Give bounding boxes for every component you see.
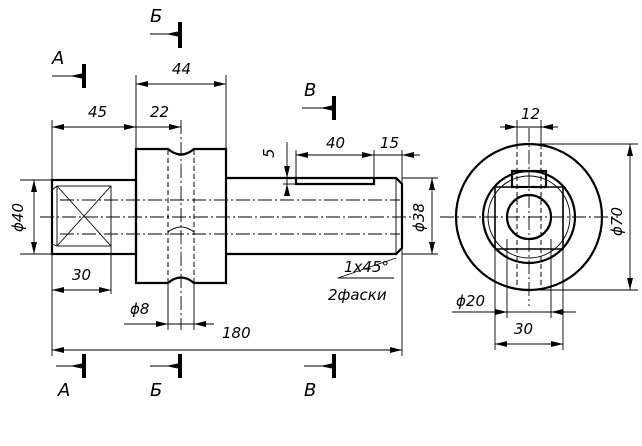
keyway <box>294 178 376 186</box>
section-mark-a-top: А <box>51 48 86 88</box>
svg-text:1x45°: 1x45° <box>344 258 389 276</box>
shaft-flange <box>134 147 228 285</box>
section-label-b-top: Б <box>150 6 162 27</box>
svg-text:22: 22 <box>150 103 169 121</box>
svg-text:30: 30 <box>72 266 91 284</box>
dim-end-outer-diameter: ϕ70 <box>529 143 638 291</box>
svg-text:ϕ40: ϕ40 <box>9 203 27 232</box>
svg-text:45: 45 <box>88 103 107 121</box>
dim-end-square: 30 <box>494 249 564 350</box>
svg-text:12: 12 <box>521 105 540 123</box>
dim-diameter-left: ϕ40 <box>9 180 37 254</box>
end-keyway <box>510 169 548 189</box>
shaft-right-section <box>226 176 404 256</box>
dim-square-length: 30 <box>52 266 111 293</box>
dim-keyway-length: 40 <box>296 134 374 158</box>
square-flat <box>56 185 112 247</box>
svg-text:ϕ38: ϕ38 <box>410 203 428 232</box>
svg-text:ϕ20: ϕ20 <box>456 292 485 310</box>
svg-text:ϕ70: ϕ70 <box>608 207 626 236</box>
svg-text:44: 44 <box>172 60 191 78</box>
svg-text:180: 180 <box>222 324 251 342</box>
dim-end-inner-diameter: ϕ20 <box>452 239 576 318</box>
svg-text:15: 15 <box>380 134 399 152</box>
svg-text:2фаски: 2фаски <box>328 286 387 304</box>
section-mark-b-bottom: Б <box>150 354 182 401</box>
section-label-a-top: А <box>51 48 64 69</box>
svg-text:30: 30 <box>514 320 533 338</box>
dim-left-segment: 45 <box>52 103 136 130</box>
dim-diameter-right: ϕ38 <box>410 178 435 254</box>
svg-text:5: 5 <box>260 148 278 158</box>
section-mark-v-bottom: В <box>304 354 336 401</box>
section-mark-b-top: Б <box>150 6 182 48</box>
section-mark-a-bottom: А <box>56 354 86 401</box>
dim-keyway-depth: 5 <box>260 142 296 196</box>
dim-keyway-offset: 15 <box>374 134 420 158</box>
section-mark-v-top: В <box>302 80 336 120</box>
svg-text:40: 40 <box>326 134 345 152</box>
section-label-v-top: В <box>304 80 316 101</box>
svg-text:ϕ8: ϕ8 <box>130 300 149 318</box>
dim-flange-length: 44 <box>136 60 226 87</box>
chamfer-note: 1x45° 2фаски <box>328 257 397 304</box>
shaft-end-view <box>440 128 618 306</box>
section-label-v-bottom: В <box>304 380 316 401</box>
dim-end-width: 12 <box>500 105 558 148</box>
dim-hole-diameter: ϕ8 <box>124 300 214 327</box>
dim-total-length: 180 <box>52 324 402 353</box>
dim-groove-offset: 22 <box>136 103 181 130</box>
section-label-a-bottom: А <box>57 380 70 401</box>
section-label-b-bottom: Б <box>150 380 162 401</box>
